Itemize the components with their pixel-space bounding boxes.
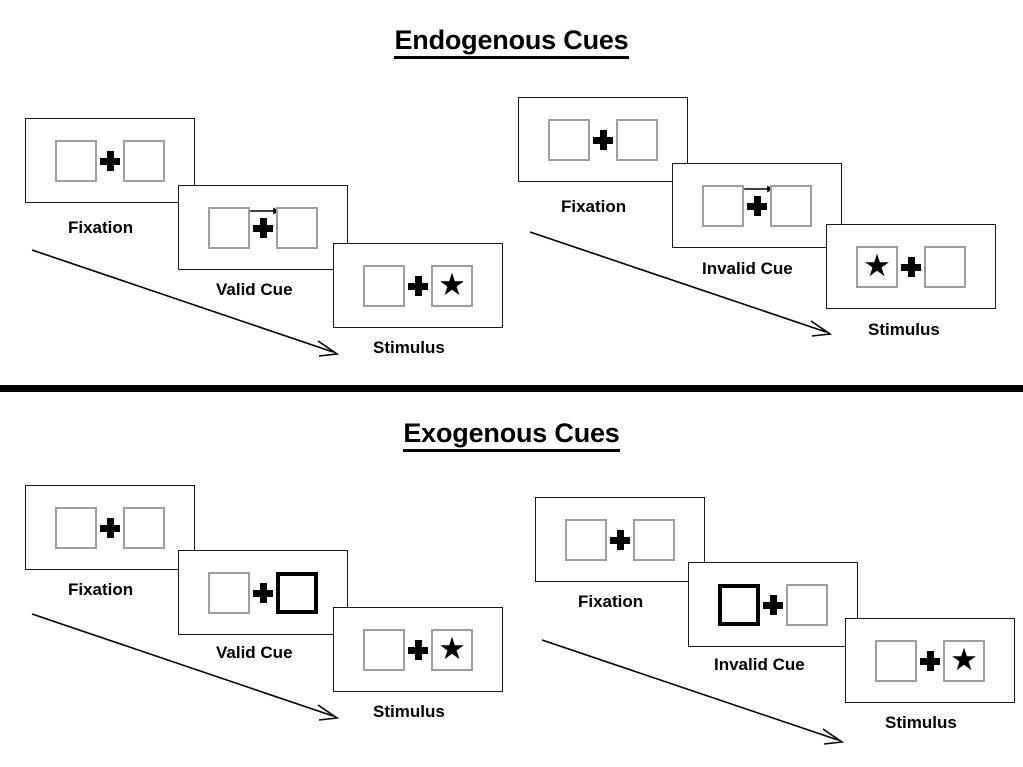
center-gap [405, 275, 431, 296]
caption-exogenous-valid-stimulus: Stimulus [373, 702, 445, 721]
caption-endogenous-valid-fixation: Fixation [68, 218, 134, 237]
fixation-cross-icon [593, 129, 613, 150]
panel-content: ★ [363, 264, 473, 307]
caption-endogenous-invalid-fixation: Fixation [561, 197, 627, 216]
left-placeholder-box [565, 518, 607, 561]
right-placeholder-box-with-target: ★ [431, 264, 473, 307]
center-gap [250, 582, 276, 603]
fixation-cross-icon [408, 639, 428, 660]
right-placeholder-box-with-target: ★ [943, 639, 985, 682]
left-placeholder-box [363, 264, 405, 307]
caption-endogenous-valid-stimulus: Stimulus [373, 338, 445, 357]
section-title-endogenous-text: Endogenous Cues [394, 25, 629, 59]
target-star-icon: ★ [950, 642, 978, 677]
fixation-cross-icon [920, 650, 940, 671]
fixation-cross-icon [610, 529, 630, 550]
left-placeholder-box [702, 184, 744, 227]
right-placeholder-box [123, 139, 165, 182]
caption-endogenous-invalid-cue: Invalid Cue [702, 259, 793, 278]
right-placeholder-box-with-target: ★ [431, 628, 473, 671]
section-title-exogenous: Exogenous Cues [0, 418, 1023, 452]
fixation-cross-icon [901, 256, 921, 277]
right-placeholder-box [633, 518, 675, 561]
right-placeholder-box [276, 206, 318, 249]
right-placeholder-box [786, 583, 828, 626]
panel-content [718, 583, 828, 626]
caption-endogenous-invalid-stimulus: Stimulus [868, 320, 940, 339]
panel-content [548, 118, 658, 161]
panel-endogenous-invalid-stimulus: ★ [826, 224, 996, 309]
left-placeholder-box-cued [718, 583, 760, 626]
panel-endogenous-valid-fixation [25, 118, 195, 203]
panel-content [565, 518, 675, 561]
fixation-cross-icon [253, 217, 273, 238]
panel-exogenous-valid-cue [178, 550, 348, 635]
fixation-cross-icon [408, 275, 428, 296]
center-gap [97, 150, 123, 171]
left-placeholder-box [208, 206, 250, 249]
target-star-icon: ★ [438, 267, 466, 302]
section-title-exogenous-text: Exogenous Cues [403, 418, 620, 452]
panel-content [55, 139, 165, 182]
target-star-icon: ★ [438, 631, 466, 666]
caption-exogenous-invalid-cue: Invalid Cue [714, 655, 805, 674]
center-gap [590, 129, 616, 150]
left-placeholder-box-with-target: ★ [856, 245, 898, 288]
left-placeholder-box [208, 571, 250, 614]
panel-exogenous-valid-fixation [25, 485, 195, 570]
panel-content [208, 571, 318, 614]
left-placeholder-box [55, 506, 97, 549]
center-gap [405, 639, 431, 660]
caption-exogenous-valid-fixation: Fixation [68, 580, 134, 599]
panel-exogenous-valid-stimulus: ★ [333, 607, 503, 692]
caption-exogenous-invalid-fixation: Fixation [578, 592, 644, 611]
right-placeholder-box [770, 184, 812, 227]
left-placeholder-box [55, 139, 97, 182]
fixation-cross-icon [763, 594, 783, 615]
panel-endogenous-valid-cue [178, 185, 348, 270]
cue-arrow-right-icon [744, 185, 774, 192]
caption-exogenous-invalid-stimulus: Stimulus [885, 713, 957, 732]
left-placeholder-box [363, 628, 405, 671]
center-gap [97, 517, 123, 538]
panel-exogenous-invalid-stimulus: ★ [845, 618, 1015, 703]
panel-exogenous-invalid-fixation [535, 497, 705, 582]
panel-content: ★ [875, 639, 985, 682]
fixation-cross-icon [100, 150, 120, 171]
fixation-cross-icon [253, 582, 273, 603]
left-placeholder-box [548, 118, 590, 161]
panel-content: ★ [363, 628, 473, 671]
panel-content [55, 506, 165, 549]
right-placeholder-box [616, 118, 658, 161]
right-placeholder-box-cued [276, 571, 318, 614]
panel-content [702, 184, 812, 227]
caption-exogenous-valid-cue: Valid Cue [216, 643, 293, 662]
panel-content: ★ [856, 245, 966, 288]
center-gap [917, 650, 943, 671]
center-gap [760, 594, 786, 615]
right-placeholder-box [123, 506, 165, 549]
panel-content [208, 206, 318, 249]
target-star-icon: ★ [863, 248, 891, 283]
center-gap [607, 529, 633, 550]
panel-exogenous-invalid-cue [688, 562, 858, 647]
section-title-endogenous: Endogenous Cues [0, 25, 1023, 59]
left-placeholder-box [875, 639, 917, 682]
center-gap [898, 256, 924, 277]
panel-endogenous-invalid-fixation [518, 97, 688, 182]
cue-arrow-right-icon [250, 207, 280, 214]
right-placeholder-box [924, 245, 966, 288]
center-gap [744, 185, 774, 216]
panel-endogenous-valid-stimulus: ★ [333, 243, 503, 328]
center-gap [250, 207, 280, 238]
section-divider [0, 385, 1023, 392]
fixation-cross-icon [100, 517, 120, 538]
caption-endogenous-valid-cue: Valid Cue [216, 280, 293, 299]
panel-endogenous-invalid-cue [672, 163, 842, 248]
fixation-cross-icon [747, 195, 767, 216]
